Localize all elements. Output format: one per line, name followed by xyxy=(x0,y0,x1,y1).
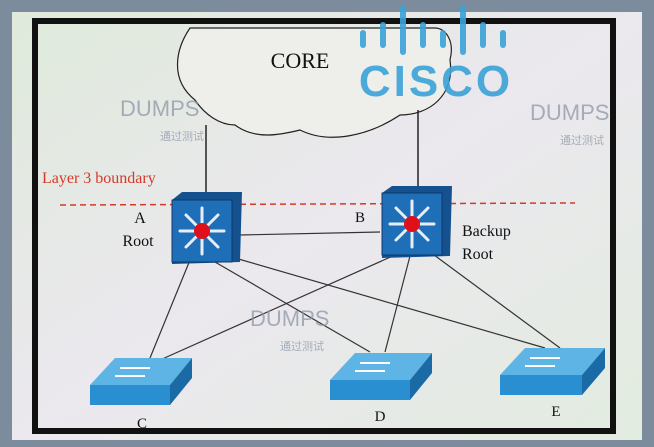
link-a-d xyxy=(214,261,371,353)
switch-b[interactable] xyxy=(381,186,452,258)
root-indicator-icon xyxy=(404,216,420,232)
switch-c-label: C xyxy=(137,416,147,432)
core-label: CORE xyxy=(271,48,330,73)
watermark-subtitle: 通过测试 xyxy=(160,130,204,143)
switch-a-label: A xyxy=(134,210,146,227)
watermark-subtitle: 通过测试 xyxy=(280,340,324,353)
cisco-logo: CISCO xyxy=(359,5,513,106)
core-cloud xyxy=(176,27,452,138)
cisco-logo-text: CISCO xyxy=(359,57,513,106)
root-indicator-icon xyxy=(194,223,210,239)
switch-b-role-line2: Root xyxy=(462,246,494,263)
link-a-b xyxy=(239,231,381,236)
link-b-e xyxy=(429,251,561,349)
link-b-c xyxy=(159,254,396,361)
link-a-c xyxy=(149,259,191,359)
watermark-subtitle: 通过测试 xyxy=(560,134,604,147)
switch-e[interactable] xyxy=(500,348,605,395)
diagram-frame xyxy=(32,18,616,434)
watermark-brand: DUMPS xyxy=(530,100,609,125)
switch-a[interactable] xyxy=(171,192,242,264)
switch-c[interactable] xyxy=(90,358,192,405)
watermark-brand: DUMPS xyxy=(250,306,329,331)
switch-b-role-line1: Backup xyxy=(462,223,511,240)
switch-a-role: Root xyxy=(122,233,154,250)
watermark-brand: DUMPS xyxy=(120,96,199,121)
switch-d[interactable] xyxy=(330,353,432,400)
switch-d-label: D xyxy=(375,409,386,425)
layer3-boundary-label: Layer 3 boundary xyxy=(42,170,156,187)
layer3-boundary-line xyxy=(59,202,576,206)
link-b-d xyxy=(384,255,411,353)
switch-e-label: E xyxy=(551,404,560,420)
switch-b-label: B xyxy=(355,210,365,226)
links xyxy=(149,231,561,361)
link-a-e xyxy=(234,257,546,349)
